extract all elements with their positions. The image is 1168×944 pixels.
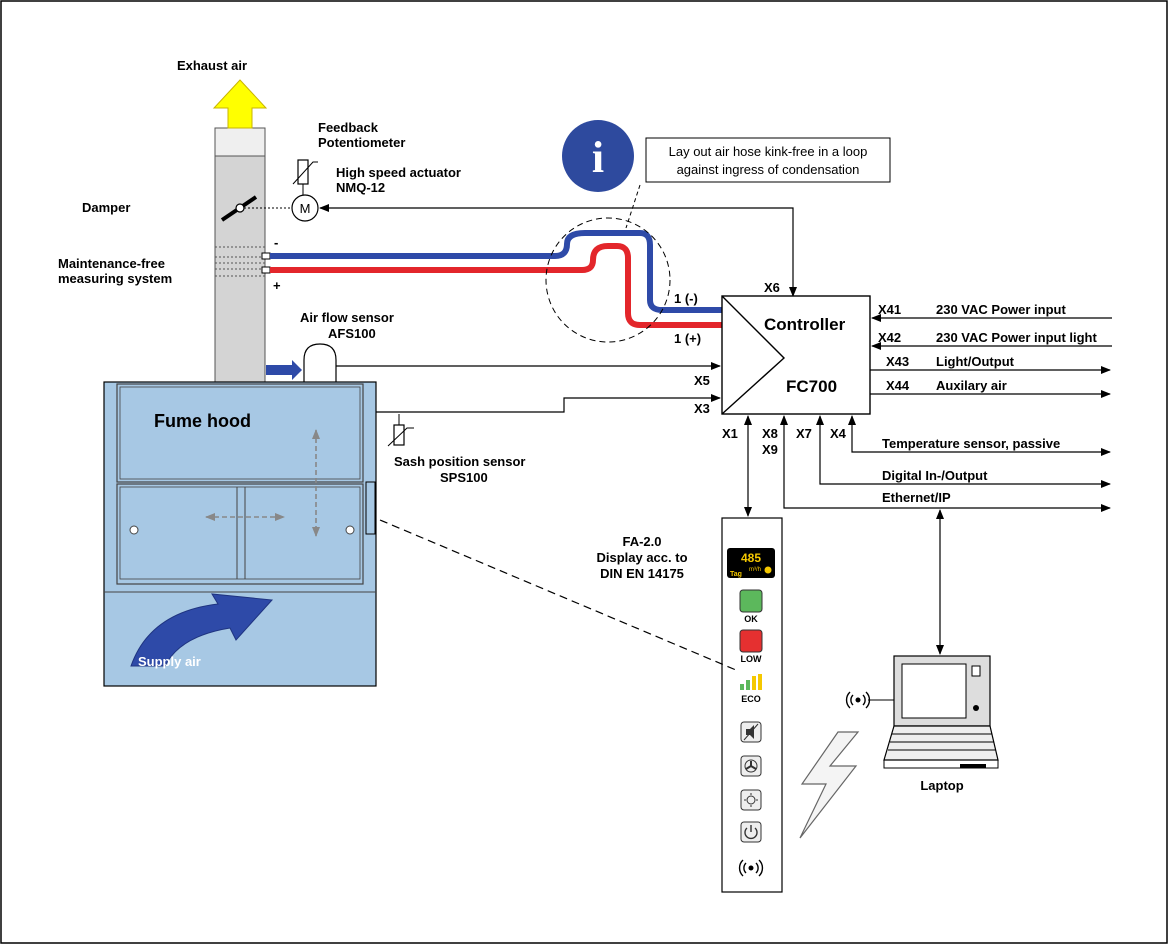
feedback-label-line1: Feedback bbox=[318, 120, 379, 135]
minus-sign: - bbox=[274, 235, 278, 250]
hose-minus-label: 1 (-) bbox=[674, 291, 698, 306]
x3-wire bbox=[376, 394, 721, 413]
damper-label: Damper bbox=[82, 200, 130, 215]
port-x41: X41 bbox=[878, 302, 901, 317]
svg-text:i: i bbox=[592, 133, 604, 182]
digital-label: Digital In-/Output bbox=[882, 468, 988, 483]
x41-label: 230 VAC Power input bbox=[936, 302, 1066, 317]
actuator-label-line1: High speed actuator bbox=[336, 165, 461, 180]
pressure-tap-plus bbox=[261, 266, 271, 274]
display-value: 485 bbox=[741, 551, 761, 565]
ethernet-wire bbox=[780, 415, 1111, 512]
display-label-line1: FA-2.0 bbox=[622, 534, 661, 549]
x43-label: Light/Output bbox=[936, 354, 1015, 369]
laptop-wireless-icon bbox=[845, 691, 871, 709]
hood-display-link bbox=[379, 519, 737, 671]
controller-title: Controller bbox=[764, 315, 846, 334]
potentiometer-icon bbox=[292, 159, 318, 195]
port-x7: X7 bbox=[796, 426, 812, 441]
port-x8: X8 bbox=[762, 426, 778, 441]
low-indicator[interactable] bbox=[739, 629, 763, 653]
low-label: LOW bbox=[741, 654, 762, 664]
eco-label: ECO bbox=[741, 694, 761, 704]
port-x44: X44 bbox=[886, 378, 910, 393]
controller-box bbox=[721, 295, 871, 415]
port-x5: X5 bbox=[694, 373, 710, 388]
actuator-label-line2: NMQ-12 bbox=[336, 180, 385, 195]
info-note-line2: against ingress of condensation bbox=[677, 162, 860, 177]
port-x6: X6 bbox=[764, 280, 780, 295]
damper-blade-icon bbox=[220, 195, 290, 222]
sps-label-line2: SPS100 bbox=[440, 470, 488, 485]
exhaust-air-label: Exhaust air bbox=[177, 58, 247, 73]
airflow-arrow-icon bbox=[266, 360, 302, 380]
x6-wire bbox=[319, 204, 797, 297]
exhaust-arrow-icon bbox=[212, 79, 268, 129]
laptop-label: Laptop bbox=[920, 778, 963, 793]
exhaust-duct bbox=[214, 127, 266, 383]
port-x3: X3 bbox=[694, 401, 710, 416]
temperature-label: Temperature sensor, passive bbox=[882, 436, 1060, 451]
eco-bars-icon[interactable] bbox=[740, 674, 762, 690]
sash-sensor-icon bbox=[387, 414, 414, 447]
ok-indicator[interactable] bbox=[739, 589, 763, 613]
display-screen bbox=[727, 548, 775, 578]
display-label-line3: DIN EN 14175 bbox=[600, 566, 684, 581]
supply-air-arrow-icon bbox=[130, 593, 274, 667]
power-button-icon[interactable] bbox=[740, 821, 762, 843]
afs-label-line2: AFS100 bbox=[328, 326, 376, 341]
ethernet-label: Ethernet/IP bbox=[882, 490, 951, 505]
port-x1: X1 bbox=[722, 426, 738, 441]
port-x43: X43 bbox=[886, 354, 909, 369]
pressure-tap-minus bbox=[261, 252, 271, 260]
plus-sign: + bbox=[273, 278, 281, 293]
wireless-lightning-icon bbox=[799, 731, 860, 839]
display-unit: m³/h bbox=[749, 567, 761, 573]
ok-label: OK bbox=[744, 614, 758, 624]
hose-plus-label: 1 (+) bbox=[674, 331, 701, 346]
controller-model: FC700 bbox=[786, 377, 837, 396]
display-mode: Tag bbox=[730, 571, 742, 578]
wireless-icon bbox=[738, 859, 764, 877]
bulb-icon bbox=[764, 566, 772, 574]
feedback-label-line2: Potentiometer bbox=[318, 135, 405, 150]
x42-label: 230 VAC Power input light bbox=[936, 330, 1098, 345]
afs-label-line1: Air flow sensor bbox=[300, 310, 394, 325]
info-pointer bbox=[625, 184, 641, 229]
svg-text:M: M bbox=[300, 201, 311, 216]
motor-icon: M bbox=[291, 194, 319, 222]
fan-button-icon[interactable] bbox=[740, 755, 762, 777]
laptop-icon bbox=[883, 655, 999, 769]
info-note-box bbox=[645, 137, 891, 183]
info-icon: i bbox=[562, 120, 634, 192]
supply-air-label: Supply air bbox=[138, 654, 201, 669]
measuring-label-line2: measuring system bbox=[58, 271, 172, 286]
measuring-label-line1: Maintenance-free bbox=[58, 256, 165, 271]
fume-hood-label: Fume hood bbox=[154, 411, 251, 431]
port-x4: X4 bbox=[830, 426, 847, 441]
info-note-line1: Lay out air hose kink-free in a loop bbox=[669, 144, 868, 159]
port-x42: X42 bbox=[878, 330, 901, 345]
mute-button-icon[interactable] bbox=[740, 721, 762, 743]
x44-label: Auxilary air bbox=[936, 378, 1007, 393]
light-button-icon[interactable] bbox=[740, 789, 762, 811]
port-x9: X9 bbox=[762, 442, 778, 457]
sps-label-line1: Sash position sensor bbox=[394, 454, 525, 469]
display-label-line2: Display acc. to bbox=[596, 550, 687, 565]
